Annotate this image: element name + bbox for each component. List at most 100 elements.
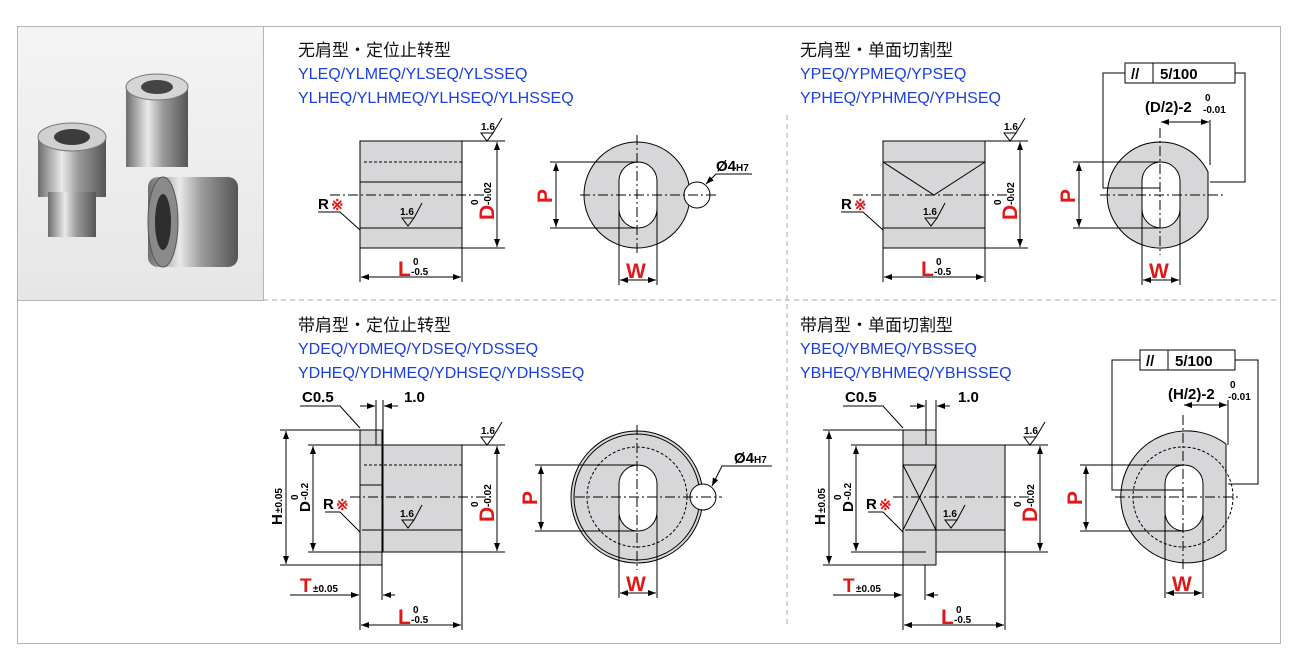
part-codes: YDHEQ/YDHMEQ/YDHSEQ/YDHSSEQ [298, 365, 585, 382]
height-H-label: H [269, 514, 286, 525]
tol: ±0.05 [817, 488, 828, 513]
side-view-flanged-cut [823, 400, 1048, 630]
tol-lower: -0.01 [1203, 105, 1226, 116]
side-view-flanged-locating [280, 400, 505, 630]
roughness-label: 1.6 [943, 509, 957, 520]
diameter-D-label: D [1019, 507, 1042, 522]
tol-upper: 0 [1013, 501, 1024, 507]
hole-label: Ø4 [716, 158, 737, 175]
roughness-label: 1.6 [400, 207, 414, 218]
note-mark: ※ [336, 497, 349, 514]
part-codes: YPEQ/YPMEQ/YPSEQ [800, 66, 967, 83]
half-dimension-label: (H/2)-2 [1168, 386, 1215, 403]
radius-label: R [841, 196, 852, 213]
tolerance-value: 5/100 [1160, 66, 1198, 83]
radius-label: R [318, 196, 329, 213]
roughness-label: 1.6 [923, 207, 937, 218]
roughness-label: 1.6 [481, 426, 495, 437]
roughness-label: 1.6 [400, 509, 414, 520]
diameter-D-label: D [840, 501, 857, 512]
length-L-label: L [921, 258, 934, 281]
note-mark: ※ [331, 197, 344, 214]
roughness-label: 1.6 [481, 122, 495, 133]
tol-upper: 0 [1205, 93, 1211, 104]
pitch-P-label: P [1057, 189, 1080, 203]
hole-fit: H7 [754, 455, 767, 466]
chamfer-label: C0.5 [302, 389, 334, 406]
tolerance-value: 5/100 [1175, 353, 1213, 370]
front-view-locating [550, 135, 752, 285]
tol-lower: -0.02 [483, 484, 494, 507]
roughness-label: 1.6 [1024, 426, 1038, 437]
hole-label: Ø4 [734, 450, 755, 467]
section-title: 无肩型・单面切割型 [800, 41, 953, 61]
section-title: 带肩型・单面切割型 [800, 316, 953, 336]
tol-lower: -0.02 [1026, 484, 1037, 507]
tol-lower: -0.02 [1006, 182, 1017, 205]
tol-lower: -0.2 [843, 482, 854, 500]
part-codes: YPHEQ/YPHMEQ/YPHSEQ [800, 90, 1001, 107]
hole-fit: H7 [736, 163, 749, 174]
flange-gap-label: 1.0 [404, 389, 425, 406]
tol: ±0.05 [274, 488, 285, 513]
diameter-D-label: D [999, 205, 1022, 220]
width-W-label: W [626, 260, 646, 283]
part-codes: YLHEQ/YLHMEQ/YLHSEQ/YLHSSEQ [298, 90, 574, 107]
pitch-P-label: P [534, 189, 557, 203]
tol-upper: 0 [470, 199, 481, 205]
width-W-label: W [626, 573, 646, 596]
section-title: 带肩型・定位止转型 [298, 316, 451, 336]
tol: ±0.05 [313, 584, 338, 595]
width-W-label: W [1172, 573, 1192, 596]
front-view-cut [1073, 62, 1246, 285]
tol-lower: -0.2 [300, 482, 311, 500]
parallel-symbol: // [1131, 66, 1140, 83]
half-dimension-label: (D/2)-2 [1145, 99, 1192, 116]
tol-upper: 0 [290, 494, 301, 500]
length-L-label: L [398, 258, 411, 281]
parallel-symbol: // [1146, 353, 1155, 370]
section-title: 无肩型・定位止转型 [298, 41, 451, 61]
tol-lower: -0.5 [954, 615, 972, 626]
tol-upper: 0 [956, 605, 962, 616]
tol-upper: 0 [993, 199, 1004, 205]
flange-gap-label: 1.0 [958, 389, 979, 406]
length-L-label: L [398, 606, 411, 629]
note-mark: ※ [879, 497, 892, 514]
radius-label: R [323, 496, 334, 513]
side-view-unflanged-locating [318, 117, 505, 282]
roughness-label: 1.6 [1004, 122, 1018, 133]
tol-upper: 0 [833, 494, 844, 500]
tol-lower: -0.5 [934, 267, 952, 278]
product-photo [18, 27, 264, 301]
front-view-flanged-cut [1080, 349, 1259, 598]
part-codes: YBHEQ/YBHMEQ/YBHSSEQ [800, 365, 1012, 382]
part-codes: YBEQ/YBMEQ/YBSSEQ [800, 341, 977, 358]
thickness-T-label: T [300, 576, 312, 597]
length-L-label: L [941, 606, 954, 629]
side-view-unflanged-cut [841, 117, 1028, 282]
tol-upper: 0 [936, 257, 942, 268]
tol-lower: -0.5 [411, 615, 429, 626]
tol: ±0.05 [856, 584, 881, 595]
pitch-P-label: P [1064, 491, 1087, 505]
tol-upper: 0 [1230, 380, 1236, 391]
bushing-image [37, 73, 238, 268]
front-view-flanged-locating [535, 425, 772, 598]
width-W-label: W [1149, 260, 1169, 283]
pitch-P-label: P [519, 491, 542, 505]
radius-label: R [866, 496, 877, 513]
part-codes: YLEQ/YLMEQ/YLSEQ/YLSSEQ [298, 66, 528, 83]
diameter-D-label: D [476, 205, 499, 220]
note-mark: ※ [854, 197, 867, 214]
tol-lower: -0.02 [483, 182, 494, 205]
tol-upper: 0 [413, 605, 419, 616]
tol-lower: -0.01 [1228, 392, 1251, 403]
chamfer-label: C0.5 [845, 389, 877, 406]
diameter-D-label: D [476, 507, 499, 522]
part-codes: YDEQ/YDMEQ/YDSEQ/YDSSEQ [298, 341, 539, 358]
height-H-label: H [812, 514, 829, 525]
thickness-T-label: T [843, 576, 855, 597]
tol-lower: -0.5 [411, 267, 429, 278]
